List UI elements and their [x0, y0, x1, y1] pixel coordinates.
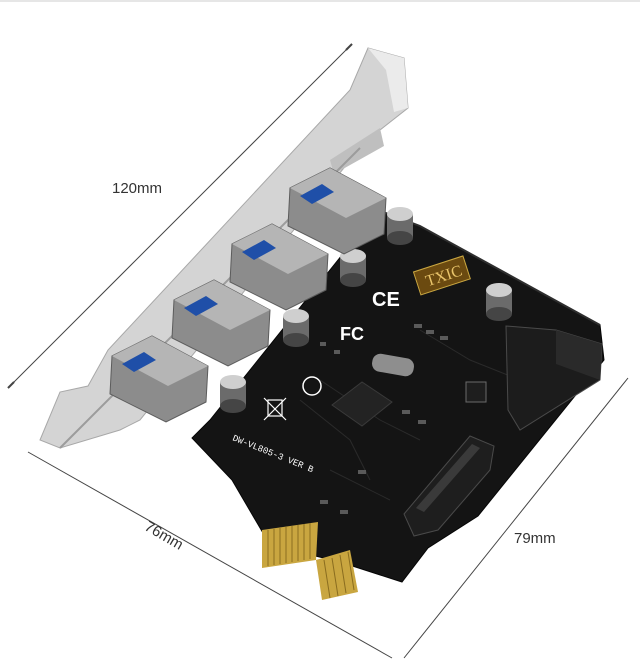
dimension-lines	[7, 43, 629, 659]
length-dimension-line	[7, 43, 353, 389]
molex-power-connector	[505, 325, 603, 431]
capacitors	[220, 207, 512, 413]
usb-port-2	[229, 223, 329, 311]
height-dimension-line	[403, 377, 629, 659]
fcc-mark: FC	[340, 324, 364, 344]
usb-port-1	[287, 167, 387, 255]
usb-port-3	[171, 279, 271, 367]
usb-ports	[109, 167, 387, 423]
width-dimension-line	[27, 451, 393, 659]
top-border	[0, 0, 640, 2]
sata-power-connector	[403, 435, 495, 537]
controller-chip	[331, 381, 393, 427]
height-dimension-label: 79mm	[514, 530, 556, 547]
crystal-oscillator	[372, 353, 414, 377]
usb-port-4	[109, 335, 209, 423]
brand-logo: TXIC	[412, 255, 471, 296]
recycle-mark	[302, 376, 322, 396]
weee-bin-mark	[263, 397, 287, 421]
ce-mark: CE	[372, 289, 400, 311]
length-dimension-label: 120mm	[112, 180, 163, 197]
